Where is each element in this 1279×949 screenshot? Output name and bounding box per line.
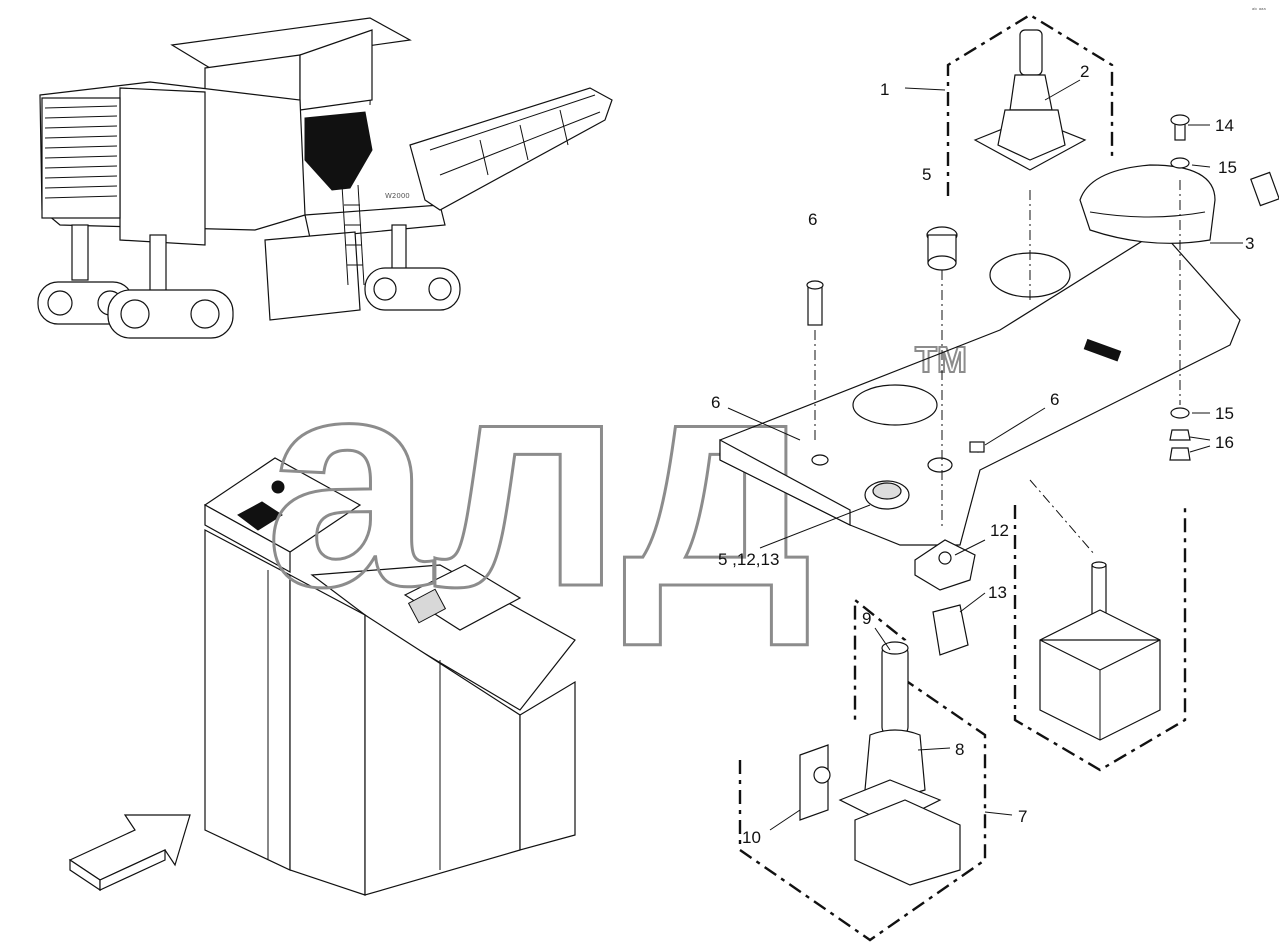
callout-5: 5 [922,165,931,184]
callout-10: 10 [742,828,761,847]
track-front-right [107,289,234,339]
callout-5-12-13: 5 ,12,13 [718,550,779,569]
contact-block-12 [914,539,976,591]
callout-9: 9 [862,609,871,628]
callout-labels: 1 2 3 5 5 ,12,13 6 6 6 7 8 9 10 12 13 14… [711,62,1254,847]
callout-6-left: 6 [711,393,720,412]
bracket-10 [799,744,831,821]
callout-2: 2 [1080,62,1089,81]
indicator-6-top [806,280,824,326]
radiator-grille [41,97,121,219]
callout-1: 1 [880,80,889,99]
pushbutton-5 [926,226,958,271]
callout-13: 13 [988,583,1007,602]
callout-6-right: 6 [1050,390,1059,409]
watermark-trademark: TM [915,339,967,380]
assembly-7-outline [738,597,987,942]
callout-3: 3 [1245,234,1254,253]
corner-mark: ᵃᵇ ᵃᵃᵃ [1252,7,1266,14]
callout-8: 8 [955,740,964,759]
handle-9 [881,641,909,736]
track-rear [364,267,461,311]
watermark-logo: алд [265,313,813,649]
callout-16: 16 [1215,433,1234,452]
callout-15-bottom: 15 [1215,404,1234,423]
conveyor [409,87,613,211]
assembly-lower-outline [1013,505,1187,772]
control-console-illustration [203,457,576,896]
direction-arrow-icon [68,814,191,892]
callout-14: 14 [1215,116,1234,135]
joystick-2 [973,29,1087,171]
callout-6-top: 6 [808,210,817,229]
indicator-6-right [969,441,985,453]
nut-16a [1169,429,1191,441]
highlighted-console [304,111,373,191]
callout-7: 7 [1018,807,1027,826]
washer-15-bottom [1170,407,1190,419]
highlighted-display [237,501,283,531]
cover-3 [1079,164,1216,244]
contact-13 [932,604,969,656]
milling-machine-illustration: W2000 [37,17,613,339]
washer-15-top [1170,157,1190,169]
nut-16b [1169,447,1191,461]
callout-15-top: 15 [1218,158,1237,177]
callout-12: 12 [990,521,1009,540]
watermark: алд TM [264,312,968,651]
joystick-base-right [1039,561,1161,741]
joystick-base-7 [838,779,961,886]
model-plate: W2000 [385,192,410,200]
